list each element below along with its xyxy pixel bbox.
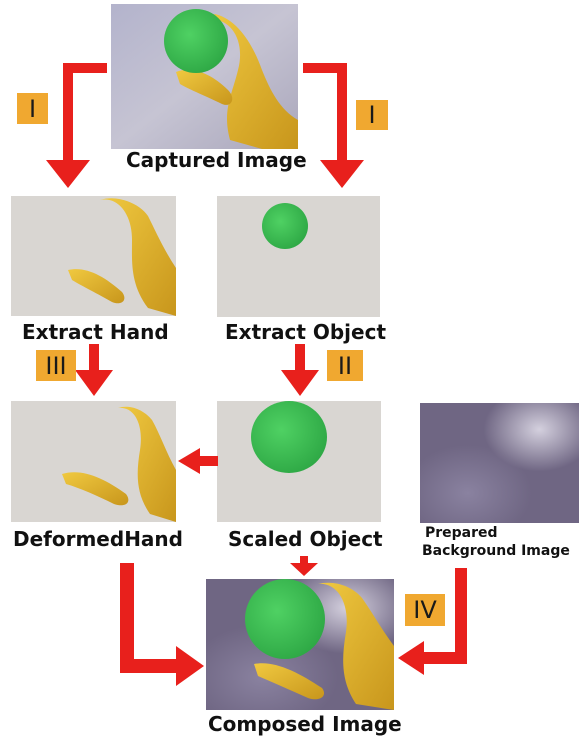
arrow-extract-object-to-scaled [281,344,319,396]
label-extract-hand: Extract Hand [22,320,169,344]
step-badge-compose: IV [405,594,445,626]
arrow-extract-hand-to-deformed [75,344,113,396]
scaled-object-image [217,401,381,522]
label-prepared-background-line2: Background Image [422,543,570,559]
extract-hand-image [11,196,176,316]
arrow-captured-to-extract-object [303,63,364,188]
arrows [46,63,467,686]
arrow-scaled-to-composed [290,556,318,576]
extracted-object-ball [262,203,308,249]
arrow-scaled-to-deformed [178,448,218,474]
deformed-hand-image [11,401,176,522]
captured-object-ball [164,9,228,73]
arrow-captured-to-extract-hand [46,63,107,188]
composed-object-ball [245,579,325,659]
label-deformed-hand: DeformedHand [13,527,183,551]
step-badge-deform: III [36,350,76,381]
label-extract-object: Extract Object [225,320,387,344]
step-badge-right-top: I [356,100,388,130]
arrow-deformed-to-composed [120,563,204,686]
label-composed-image: Composed Image [208,712,402,736]
captured-image [111,4,298,149]
arrow-background-to-composed [398,568,467,675]
label-captured-image: Captured Image [126,148,307,172]
extract-object-image [217,196,380,317]
step-badge-left-top: I [17,93,48,124]
label-prepared-background-line1: Prepared [425,525,498,541]
prepared-background-image [420,403,579,523]
composed-image [206,579,394,710]
scaled-object-ball [251,401,327,473]
label-scaled-object: Scaled Object [228,527,383,551]
step-badge-scale: II [327,350,363,381]
